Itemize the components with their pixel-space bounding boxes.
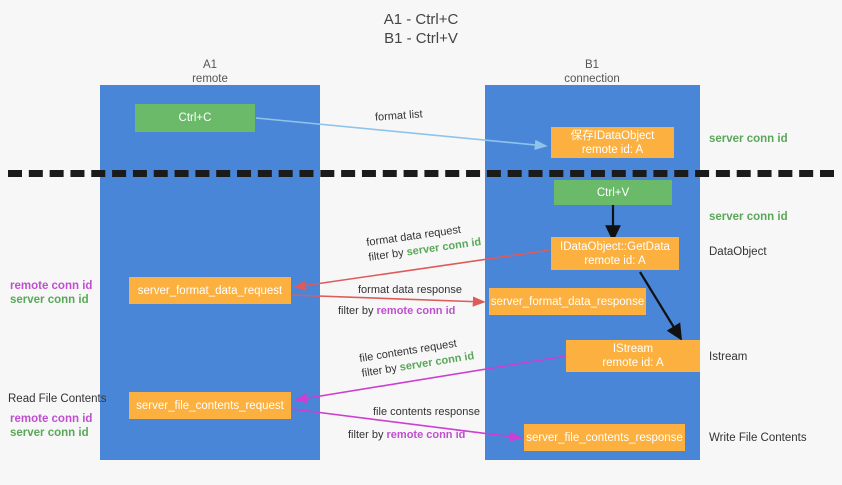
node-idataobject-getdata-line1: IDataObject::GetData	[560, 240, 670, 253]
file-contents-response-filter-key: remote conn id	[386, 429, 466, 441]
format-data-request-filter-prefix: filter by	[367, 246, 408, 264]
node-save-idataobject-line1: 保存IDataObject	[570, 129, 655, 142]
format-data-response-filter-prefix: filter by	[338, 305, 377, 317]
node-server-format-data-response[interactable]: server_format_data_response	[489, 288, 646, 315]
node-idataobject-getdata-line2: remote id: A	[584, 254, 646, 267]
column-a1-sub: remote	[192, 73, 228, 85]
file-contents-response-filter: filter by remote conn id	[348, 428, 480, 443]
annotation-left-server-conn-id-1: server conn id	[10, 294, 89, 306]
edge-label-file-contents-response: file contents response filter by remote …	[348, 405, 481, 443]
column-b1-name: B1	[584, 59, 600, 71]
node-server-format-data-request-label: server_format_data_request	[137, 284, 283, 297]
node-save-idataobject[interactable]: 保存IDataObject remote id: A	[551, 127, 674, 158]
file-contents-response-line1: file contents response	[373, 406, 481, 418]
format-data-response-filter-key: remote conn id	[376, 305, 456, 317]
column-header-a1: A1 remote	[130, 58, 290, 86]
edge-label-format-list-text: format list	[374, 108, 424, 124]
annotation-istream: Istream	[709, 351, 748, 363]
annotation-left-server-conn-id-2: server conn id	[10, 427, 89, 439]
edge-label-format-data-request: format data request filter by server con…	[365, 220, 482, 266]
format-data-response-line1: format data response	[358, 284, 462, 296]
annotation-dataobject: DataObject	[709, 246, 767, 258]
column-b1-sub: connection	[564, 73, 620, 85]
node-server-file-contents-request-label: server_file_contents_request	[136, 399, 284, 412]
annotation-left-remote-conn-id-2: remote conn id	[10, 413, 93, 425]
node-istream-line1: IStream	[612, 343, 654, 355]
node-server-file-contents-response[interactable]: server_file_contents_response	[524, 424, 685, 451]
title-line-1: A1 - Ctrl+C	[383, 11, 459, 28]
annotation-left-remote-conn-id-1: remote conn id	[10, 280, 93, 292]
annotation-write-file-contents: Write File Contents	[709, 432, 807, 444]
annotation-server-conn-id-top: server conn id	[709, 133, 788, 145]
node-ctrl-v[interactable]: Ctrl+V	[554, 180, 672, 205]
file-contents-response-filter-prefix: filter by	[348, 429, 387, 441]
column-header-b1: B1 connection	[512, 58, 672, 86]
title-line-2: B1 - Ctrl+V	[384, 30, 458, 47]
node-idataobject-getdata[interactable]: IDataObject::GetData remote id: A	[551, 237, 679, 270]
node-ctrl-c-label: Ctrl+C	[178, 112, 212, 124]
node-save-idataobject-line2: remote id: A	[581, 143, 644, 156]
node-server-file-contents-request[interactable]: server_file_contents_request	[129, 392, 291, 419]
node-server-file-contents-response-label: server_file_contents_response	[526, 431, 683, 444]
annotation-read-file-contents: Read File Contents	[8, 393, 107, 405]
edge-label-format-data-response: format data response filter by remote co…	[338, 283, 462, 319]
edge-label-format-list: format list	[375, 107, 424, 125]
column-a1-name: A1	[202, 59, 218, 71]
node-ctrl-v-label: Ctrl+V	[596, 186, 630, 199]
node-istream[interactable]: IStream remote id: A	[566, 340, 700, 372]
edge-label-file-contents-request: file contents request filter by server c…	[358, 334, 476, 381]
format-data-response-filter: filter by remote conn id	[338, 304, 462, 319]
node-istream-line2: remote id: A	[602, 357, 664, 369]
dashed-separator	[8, 170, 834, 177]
diagram-title: A1 - Ctrl+C B1 - Ctrl+V	[0, 10, 842, 48]
node-ctrl-c[interactable]: Ctrl+C	[135, 104, 255, 132]
node-server-format-data-request[interactable]: server_format_data_request	[129, 277, 291, 304]
annotation-server-conn-id-mid: server conn id	[709, 211, 788, 223]
node-server-format-data-response-label: server_format_data_response	[490, 295, 645, 308]
